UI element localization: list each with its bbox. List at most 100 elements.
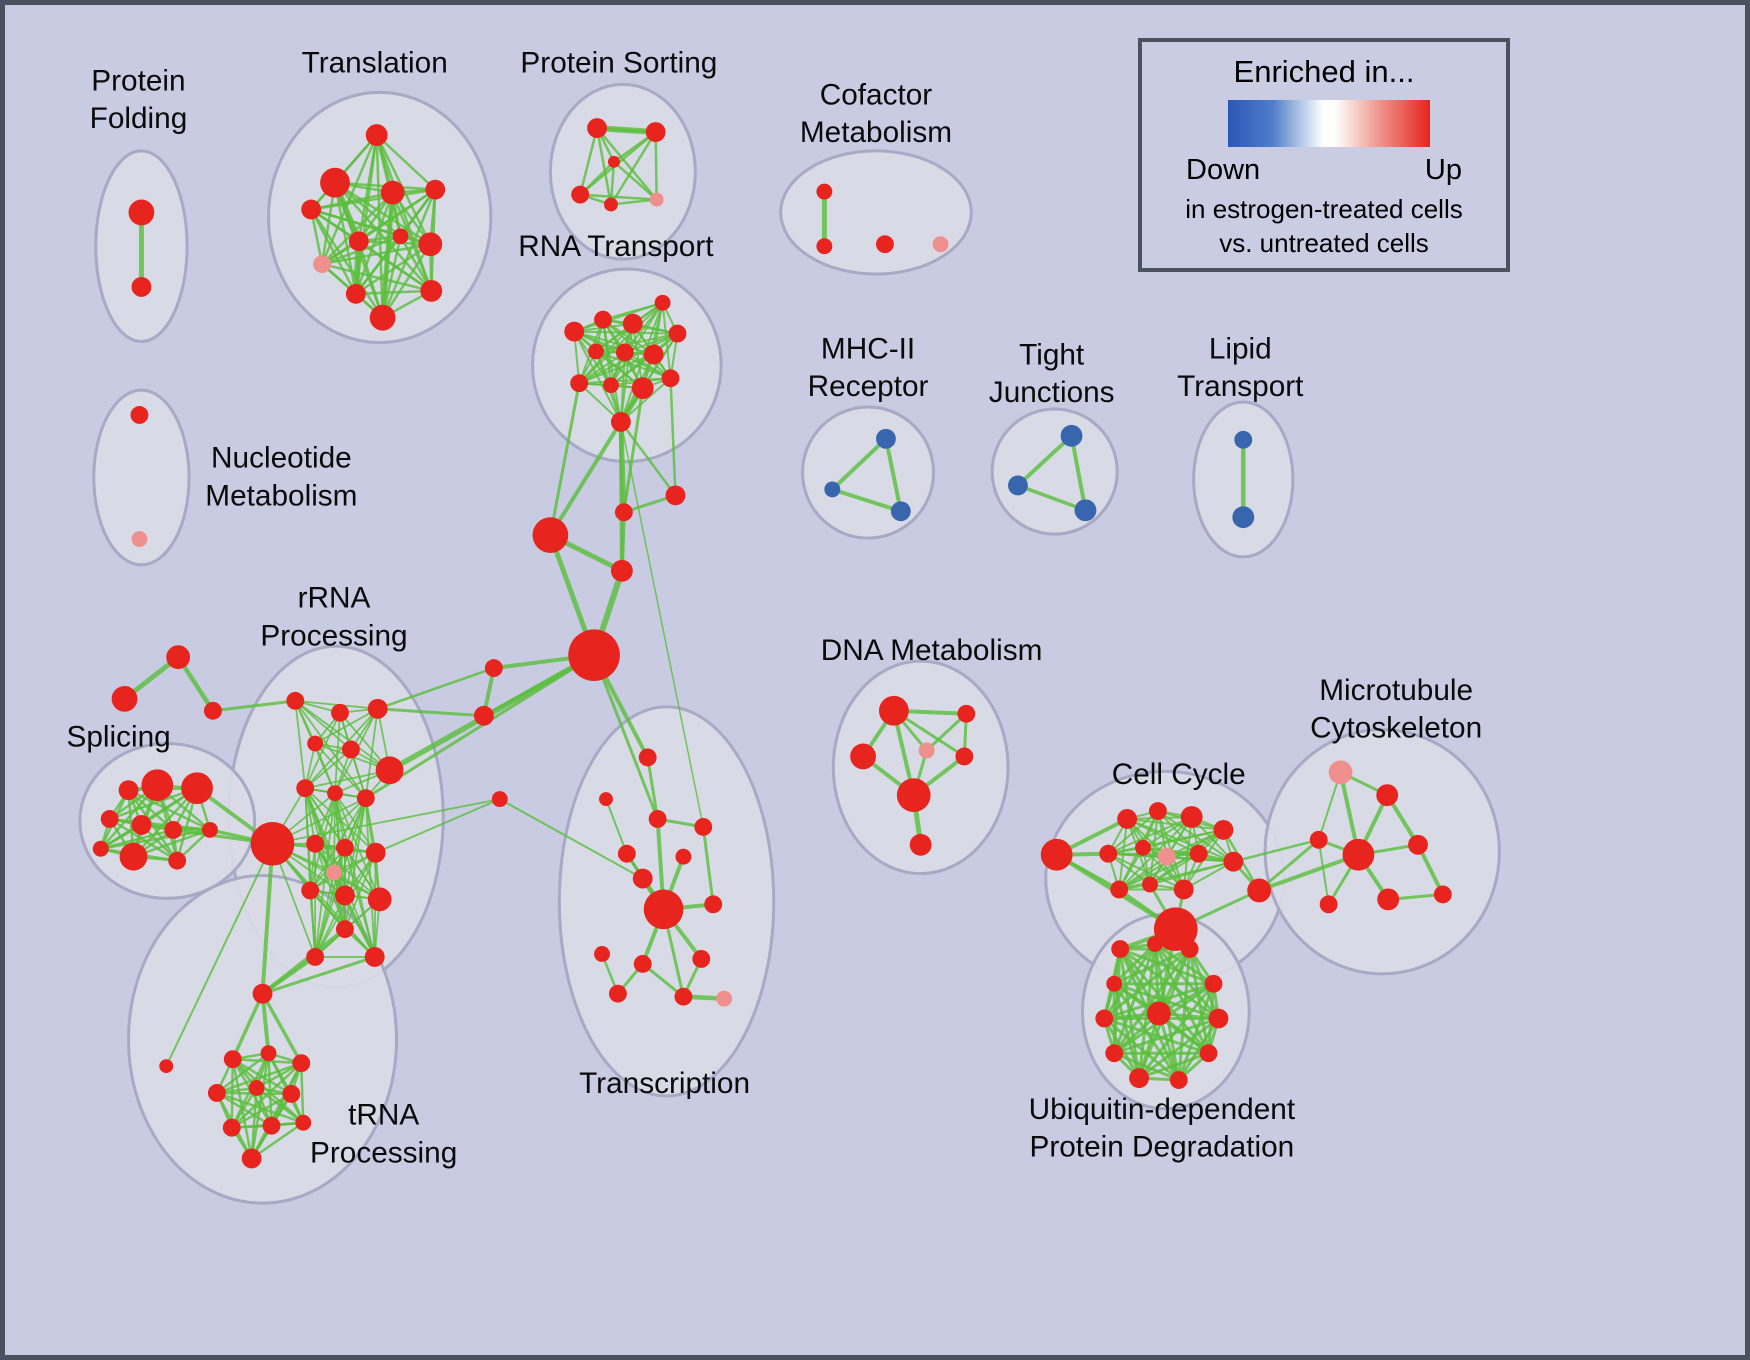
network-node-rr15[interactable] <box>301 881 320 900</box>
network-node-cc13[interactable] <box>1173 879 1194 900</box>
network-node-rr9[interactable] <box>356 789 375 808</box>
network-node-ps6[interactable] <box>607 155 620 168</box>
network-node-rr13[interactable] <box>365 842 386 863</box>
network-node-ps4[interactable] <box>604 197 618 212</box>
network-node-rr17[interactable] <box>367 887 392 912</box>
network-node-tr1[interactable] <box>365 124 388 146</box>
network-node-ts9[interactable] <box>704 895 723 914</box>
network-node-mt5[interactable] <box>1408 834 1428 855</box>
network-node-mt3[interactable] <box>1309 830 1328 849</box>
network-node-tr8[interactable] <box>392 228 409 245</box>
network-node-sp5[interactable] <box>131 815 152 835</box>
network-node-tr11[interactable] <box>369 304 396 331</box>
network-node-rt9[interactable] <box>570 374 589 393</box>
network-node-tg1[interactable] <box>166 645 191 670</box>
network-node-tn6[interactable] <box>248 1080 265 1096</box>
network-node-hb6[interactable] <box>484 659 503 678</box>
network-node-tj1[interactable] <box>1060 424 1083 447</box>
network-node-ub6[interactable] <box>1095 1009 1114 1028</box>
network-node-rr18[interactable] <box>335 920 354 939</box>
network-node-rr20[interactable] <box>364 947 385 967</box>
network-node-dm6[interactable] <box>896 778 931 813</box>
network-node-tr5[interactable] <box>425 179 446 200</box>
network-node-cm3[interactable] <box>875 235 894 254</box>
network-node-sp4[interactable] <box>100 810 119 828</box>
network-node-sp6[interactable] <box>164 820 183 839</box>
network-node-cc5[interactable] <box>1213 819 1234 840</box>
network-node-ub7[interactable] <box>1208 1008 1229 1029</box>
network-node-tn7[interactable] <box>282 1085 301 1103</box>
network-node-tr9[interactable] <box>418 232 443 257</box>
network-node-rt5[interactable] <box>668 324 687 343</box>
network-node-sp10[interactable] <box>92 840 109 857</box>
network-node-tn5[interactable] <box>207 1084 226 1102</box>
network-node-rr11[interactable] <box>306 834 325 853</box>
network-node-ps1[interactable] <box>587 118 607 139</box>
network-node-tn8[interactable] <box>222 1118 241 1137</box>
network-node-tr10[interactable] <box>345 283 366 304</box>
network-node-ts14[interactable] <box>674 987 693 1006</box>
network-node-rr3[interactable] <box>367 698 388 719</box>
network-node-rr14[interactable] <box>326 864 342 881</box>
network-node-ts3[interactable] <box>648 810 667 828</box>
network-node-cc11[interactable] <box>1110 880 1129 899</box>
network-node-ub11[interactable] <box>1169 1071 1188 1089</box>
network-node-rt8[interactable] <box>643 344 664 365</box>
network-node-tr6[interactable] <box>313 255 332 274</box>
network-node-mt1[interactable] <box>1328 760 1353 785</box>
network-node-rr6[interactable] <box>375 756 404 785</box>
network-node-cc14[interactable] <box>1247 878 1272 903</box>
network-node-tr7[interactable] <box>348 231 369 252</box>
network-node-ts2[interactable] <box>599 792 613 807</box>
network-node-rt6[interactable] <box>588 343 605 360</box>
network-node-tn12[interactable] <box>159 1059 174 1074</box>
network-node-tn1[interactable] <box>252 983 273 1004</box>
network-node-hb8[interactable] <box>491 791 508 808</box>
network-node-cc4[interactable] <box>1180 806 1203 828</box>
network-node-sp3[interactable] <box>118 780 139 801</box>
network-node-nm1[interactable] <box>130 406 149 424</box>
network-node-ts8[interactable] <box>643 889 684 930</box>
network-node-cc10[interactable] <box>1223 851 1244 872</box>
network-node-ub5[interactable] <box>1204 974 1223 993</box>
network-node-cc8[interactable] <box>1157 847 1176 866</box>
network-node-ts4[interactable] <box>694 817 713 836</box>
network-node-hb5[interactable] <box>568 629 620 681</box>
network-node-lt1[interactable] <box>1234 430 1253 449</box>
network-node-hb3[interactable] <box>665 485 686 506</box>
network-node-mt2[interactable] <box>1376 784 1399 807</box>
network-node-sp9[interactable] <box>201 821 218 838</box>
network-node-sp7[interactable] <box>119 842 148 871</box>
network-node-rt10[interactable] <box>603 377 619 394</box>
network-node-rt1[interactable] <box>564 321 585 342</box>
network-node-rr10[interactable] <box>250 821 295 866</box>
network-node-tg2[interactable] <box>111 685 138 712</box>
network-node-cc15[interactable] <box>1153 907 1198 951</box>
network-node-tn9[interactable] <box>262 1116 281 1135</box>
network-node-pf2[interactable] <box>131 276 152 297</box>
network-node-tn11[interactable] <box>241 1148 262 1169</box>
network-node-hb2[interactable] <box>614 503 633 522</box>
network-node-mh1[interactable] <box>875 428 896 449</box>
network-node-dm2[interactable] <box>957 704 976 723</box>
network-node-ps5[interactable] <box>649 192 664 207</box>
network-node-sp2[interactable] <box>181 772 213 805</box>
network-node-rr7[interactable] <box>296 779 315 798</box>
network-node-tj3[interactable] <box>1074 499 1097 522</box>
network-node-mt6[interactable] <box>1433 885 1452 904</box>
network-node-cc6[interactable] <box>1099 844 1118 863</box>
network-node-ts11[interactable] <box>633 954 652 973</box>
network-node-cc12[interactable] <box>1142 876 1158 893</box>
network-node-tj2[interactable] <box>1008 475 1028 496</box>
network-node-tn3[interactable] <box>260 1045 277 1062</box>
network-node-cc2[interactable] <box>1117 809 1138 829</box>
network-node-tg3[interactable] <box>203 701 222 720</box>
network-node-ub3[interactable] <box>1180 940 1199 958</box>
network-node-dm5[interactable] <box>955 747 974 766</box>
network-node-hb1[interactable] <box>532 517 569 553</box>
network-node-ub8[interactable] <box>1105 1044 1124 1063</box>
network-node-rt7[interactable] <box>615 343 634 362</box>
network-node-rr5[interactable] <box>341 740 360 759</box>
network-node-ts13[interactable] <box>608 984 627 1003</box>
network-node-dm4[interactable] <box>918 742 935 759</box>
